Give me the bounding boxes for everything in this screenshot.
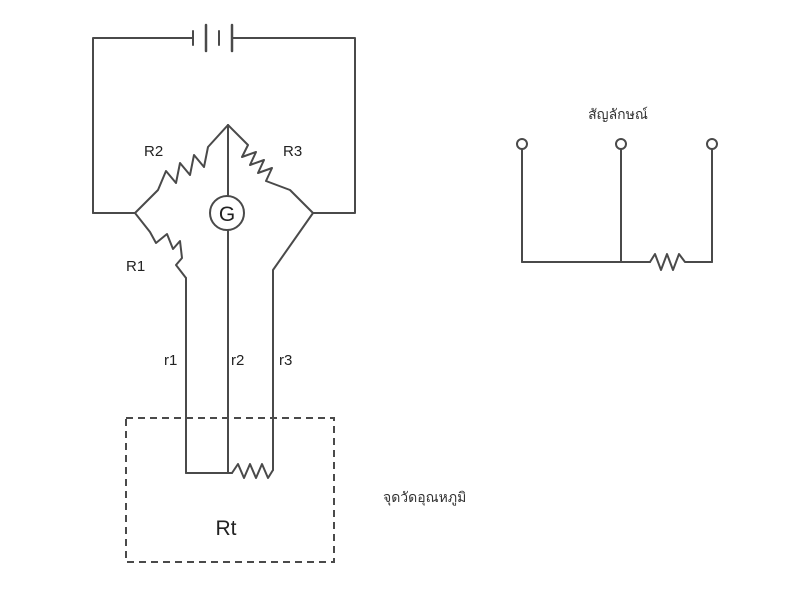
galvanometer-label: G: [219, 203, 235, 226]
supply-wire-right: [231, 37, 356, 214]
symbol-resistor: [649, 253, 713, 271]
label-lead-r2: r2: [231, 352, 244, 369]
label-r3: R3: [283, 143, 302, 160]
measuring-point-enclosure: [125, 417, 335, 563]
supply-wire-left: [92, 37, 194, 214]
lead-wire-r3: [272, 212, 314, 471]
symbol-caption: สัญลักษณ์: [588, 106, 648, 123]
resistor-r1: [134, 212, 187, 279]
resistor-r2: [134, 124, 229, 214]
symbol-terminal-3: [706, 138, 718, 150]
label-r2: R2: [144, 143, 163, 160]
rtd-three-wire-symbol: สัญลักษณ์: [516, 106, 718, 271]
symbol-terminal-2: [615, 138, 627, 150]
galvanometer: G: [209, 195, 245, 231]
label-rt: Rt: [216, 517, 237, 540]
resistor-r3: [227, 124, 314, 214]
symbol-terminal-1: [516, 138, 528, 150]
label-lead-r1: r1: [164, 352, 177, 369]
label-r1: R1: [126, 258, 145, 275]
battery-symbol: [192, 23, 234, 53]
sensor-resistor-rt: [231, 463, 274, 479]
label-lead-r3: r3: [279, 352, 292, 369]
supply-loop: [92, 37, 356, 214]
measuring-point-caption: จุดวัดอุณหภูมิ: [383, 490, 466, 506]
